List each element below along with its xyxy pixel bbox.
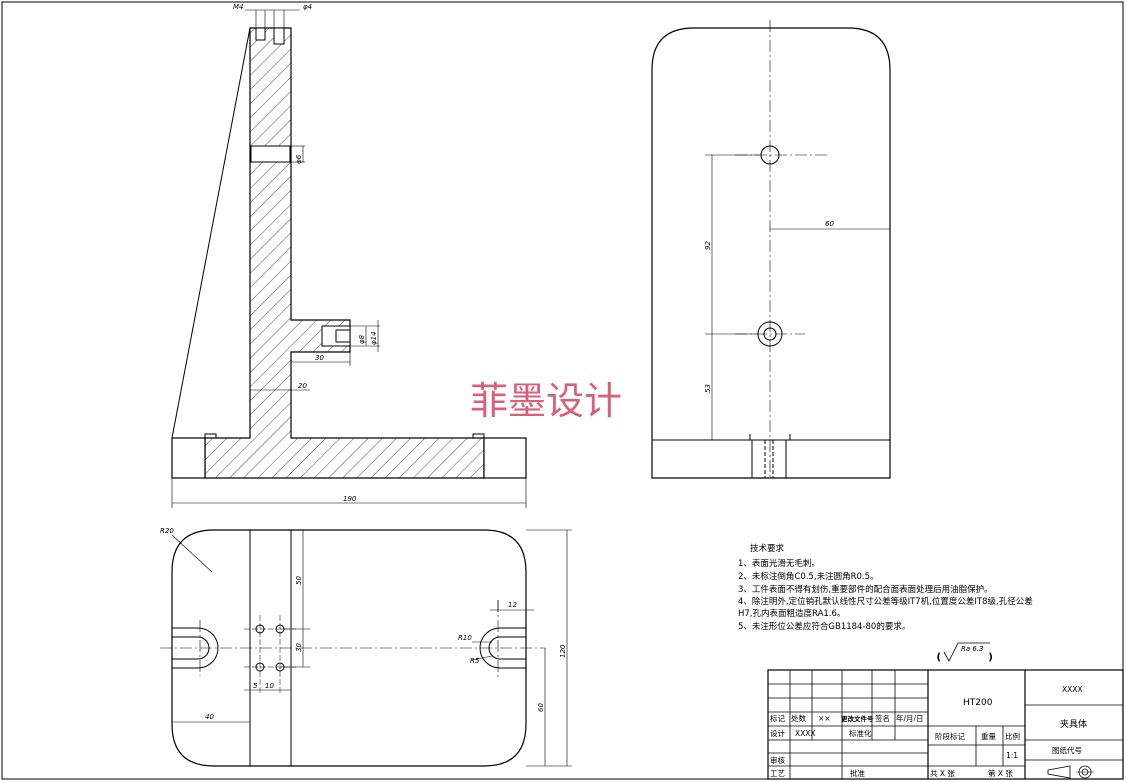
front-upper-hole <box>250 145 291 163</box>
tb-weight: 重量 <box>981 732 996 741</box>
front-base-right <box>483 437 527 479</box>
dim-plan-40: 40 <box>205 713 214 721</box>
dim-front-m4: M4 <box>233 3 244 11</box>
dim-front-phi4: φ4 <box>303 3 312 11</box>
front-top-hole-right <box>273 27 285 45</box>
tb-ratio: 比例 <box>1005 731 1020 741</box>
dim-plan-r20: R20 <box>160 527 174 535</box>
dim-plan-10: 10 <box>265 682 274 690</box>
roughness-value: Ra 6.3 <box>961 645 984 653</box>
dim-plan-60: 60 <box>537 703 545 712</box>
front-section-view <box>171 9 527 508</box>
dim-plan-30: 30 <box>295 643 303 652</box>
tb-process: 工艺 <box>770 769 785 778</box>
tb-scale: 1:1 <box>1006 751 1018 760</box>
tech-item-2: 2、未标注倒角C0.5,未注圆角R0.5。 <box>738 571 879 582</box>
dim-plan-r10: R10 <box>458 634 472 642</box>
dim-side-60: 60 <box>825 220 834 228</box>
tb-mark: 标记 <box>770 713 785 723</box>
tb-part-name: 夹具体 <box>1060 718 1087 730</box>
dim-plan-12: 12 <box>508 601 517 609</box>
tech-item-5: H7,孔内表面粗造度RA1.6。 <box>738 608 845 619</box>
side-outline <box>651 27 891 479</box>
front-hatched-section <box>204 27 485 479</box>
tb-zone: ×× <box>818 714 831 723</box>
tech-title: 技术要求 <box>750 543 785 554</box>
front-base-notch-left <box>204 433 217 438</box>
dim-plan-50: 50 <box>295 576 303 585</box>
roughness-symbol: ( ) <box>937 642 993 663</box>
tech-item-3: 3、工件表面不得有划伤,重要部件的配合面表面处理后用油脂保护。 <box>738 584 993 595</box>
watermark-text: 菲墨设计 <box>470 379 622 423</box>
dim-front-30: 30 <box>315 354 324 362</box>
svg-text:): ) <box>989 653 992 663</box>
tb-company: XXXX <box>1062 685 1083 694</box>
tb-standardize: 标准化 <box>849 728 872 738</box>
tech-item-6: 5、未注形位公差应符合GB1184-80的要求。 <box>738 621 910 632</box>
tb-approve: 批准 <box>850 768 865 778</box>
tb-date: 年/月/日 <box>896 713 924 723</box>
tb-change-doc: 更改文件号 <box>841 714 874 723</box>
plan-outline <box>171 529 527 767</box>
front-base-notch-right <box>472 433 485 438</box>
front-side-bore-inner <box>335 329 351 343</box>
side-view <box>651 20 891 480</box>
tb-drawing-no: 图纸代号 <box>1052 745 1082 755</box>
tb-total-sheets: 共 X 张 <box>930 769 955 778</box>
front-top-hole-left <box>255 27 266 41</box>
tb-sign: 签名 <box>875 713 890 723</box>
dim-side-92: 92 <box>704 241 712 250</box>
dim-front-phi8: φ8 <box>358 334 366 344</box>
tech-item-4: 4、除注明外,定位销孔默认线性尺寸公差等级IT7机,位置度公差IT8级,孔径公差 <box>738 596 1033 607</box>
dim-plan-120: 120 <box>559 644 567 658</box>
svg-text:(: ( <box>937 653 940 663</box>
dim-plan-r5: R5 <box>470 657 480 665</box>
front-rib-edge <box>171 27 251 439</box>
dim-plan-5: 5 <box>253 682 258 690</box>
dim-front-190: 190 <box>343 495 357 503</box>
tb-stage-mark: 阶段标记 <box>935 731 965 741</box>
dim-front-phi14: φ14 <box>370 331 378 345</box>
tb-count: 处数 <box>791 713 806 723</box>
tb-material: HT200 <box>963 698 993 708</box>
dim-front-20: 20 <box>298 382 307 390</box>
tb-design: 设计 <box>770 728 785 738</box>
front-base-left <box>171 437 206 479</box>
plan-view <box>160 529 572 767</box>
tech-item-1: 1、表面光滑无毛刺。 <box>738 558 820 569</box>
tb-review: 审核 <box>770 755 785 765</box>
tb-sheet-no: 第 X 张 <box>988 768 1013 778</box>
dim-front-phi6: φ6 <box>295 154 303 164</box>
tb-designer: XXXX <box>795 729 816 738</box>
title-block <box>767 669 1124 780</box>
dim-side-53: 53 <box>704 384 712 393</box>
